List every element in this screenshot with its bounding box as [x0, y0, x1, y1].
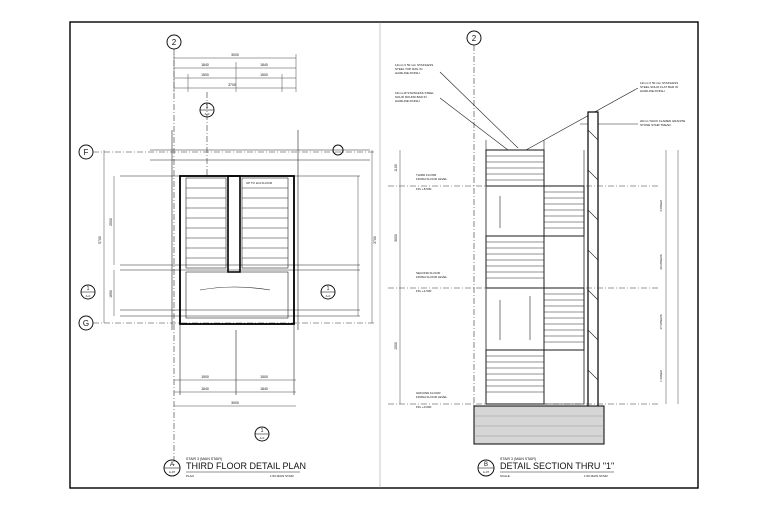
dim-bottom-sub-a: 1500 — [201, 375, 209, 379]
note-top-rail-3: HAIRLINE FINISH — [395, 71, 420, 75]
plan-scale-right: 1:50 MAIN STAIR — [270, 474, 294, 478]
section-title: DETAIL SECTION THRU "1" — [500, 461, 614, 471]
level-second-3: FFL +4.500 — [416, 289, 432, 293]
level-ground-2: FINISH FLOOR LEVEL — [416, 395, 448, 399]
grid-label-g: G — [83, 319, 89, 328]
grid-label-f: F — [84, 148, 89, 157]
svg-text:A-0: A-0 — [326, 294, 331, 298]
dim-left-a: 2500 — [109, 218, 113, 226]
dim-top-sub-a: 1500 — [201, 73, 209, 77]
note-flat-bar-2: STEEL SOLID FLAT BAR IN — [640, 85, 678, 89]
plan-up-note: UP TO 2nd FLOOR — [246, 181, 273, 185]
section-dim-right-1: 4 RISER — [659, 199, 663, 212]
plan-treads-right — [242, 187, 288, 259]
level-second-2: FINISH FLOOR LEVEL — [416, 275, 448, 279]
detail-section: 2 12mm X 50 mm STAINLESS STEEL TOP RAIL … — [388, 30, 685, 478]
dim-bottom-overall: 3000 — [231, 401, 239, 405]
third-floor-plan: 2 F G 3000 1840 1840 1500 1500 3700 1 A-… — [78, 34, 377, 478]
grid-label-2-plan: 2 — [172, 38, 177, 47]
dim-bottom-b: 1840 — [260, 387, 268, 391]
plan-title-sheet: A-07 — [169, 470, 176, 474]
dim-bottom-sub-b: 1500 — [260, 375, 268, 379]
dim-top-overall: 3000 — [231, 53, 239, 57]
section-title-letter: B — [484, 462, 488, 468]
note-flat-bar-1: 12mm X 50 mm STAINLESS — [640, 81, 678, 85]
section-treads — [486, 155, 584, 393]
plan-title-letter: A — [170, 462, 174, 468]
level-third-2: FINISH FLOOR LEVEL — [416, 177, 448, 181]
note-round-bar-3: HAIRLINE FINISH — [395, 99, 420, 103]
note-top-rail-2: STEEL TOP RAIL IN — [395, 67, 422, 71]
note-top-rail-1: 12mm X 50 mm STAINLESS — [395, 63, 433, 67]
section-wall — [587, 111, 599, 409]
section-title-sheet: A-07 — [483, 470, 490, 474]
plan-title-caption: STAIR 3 (MAIN STAIR) — [186, 457, 222, 461]
dim-right-total: 3700 — [373, 236, 377, 244]
section-scale-right: 1:50 MAIN STAIR — [584, 474, 608, 478]
dim-left-total: 5700 — [98, 236, 102, 244]
section-title-caption: STAIR 3 (MAIN STAIR) — [500, 457, 536, 461]
section-dim-right-2: 20 RISERS — [659, 254, 663, 269]
section-marker-grid-f — [332, 144, 344, 156]
dim-top-a: 1840 — [201, 63, 209, 67]
dim-left-b: 1650 — [109, 290, 113, 298]
svg-text:A-0: A-0 — [260, 436, 265, 440]
note-flat-bar-3: HAIRLINE FINISH — [640, 89, 665, 93]
level-second-1: SECOND FLOOR — [416, 271, 441, 275]
section-dim-left-1: 1100 — [394, 164, 398, 172]
section-ground — [473, 405, 605, 445]
level-third-1: THIRD FLOOR — [416, 173, 437, 177]
level-third-3: FFL +8.500 — [416, 187, 432, 191]
plan-treads-left — [186, 187, 226, 259]
grid-label-2-section: 2 — [472, 34, 477, 43]
note-tread-1: 20mm THICK FLAMED GRANITE — [640, 119, 685, 123]
section-dim-right-3: 17 RISERS — [659, 314, 663, 329]
svg-text:A-0: A-0 — [86, 294, 91, 298]
section-dim-left-2: 3000 — [394, 234, 398, 242]
level-ground-3: FFL +0.000 — [416, 405, 432, 409]
dim-bottom-a: 1840 — [201, 387, 209, 391]
svg-text:1: 1 — [327, 286, 330, 292]
note-round-bar-1: 16mm Ø STAINLESS STEEL — [395, 91, 434, 95]
dim-top-b: 1840 — [260, 63, 268, 67]
note-round-bar-2: SOLID ROUND BAR IN — [395, 95, 427, 99]
note-tread-2: STONE STAIR TREAD — [640, 123, 672, 127]
plan-title: THIRD FLOOR DETAIL PLAN — [186, 461, 306, 471]
svg-text:1: 1 — [261, 428, 264, 434]
dim-top-sub-b: 1500 — [260, 73, 268, 77]
section-dim-left-3: 1500 — [394, 342, 398, 350]
dim-top-mid: 3700 — [228, 83, 236, 87]
svg-text:1: 1 — [87, 286, 90, 292]
section-dim-right-4: 1 RISER — [659, 369, 663, 382]
section-scale-left: SCALE — [500, 474, 510, 478]
plan-scale-left: PLAN — [186, 474, 194, 478]
level-ground-1: GROUND FLOOR — [416, 391, 441, 395]
